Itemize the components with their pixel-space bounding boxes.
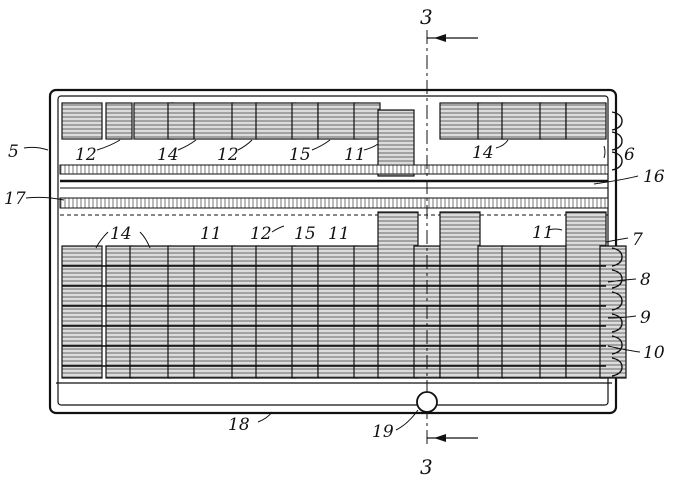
upper-block (317, 102, 359, 140)
coil-loop (611, 269, 623, 289)
lower-block-column (565, 211, 607, 379)
label-upper-2: 14 (157, 145, 179, 165)
rail-assembly (59, 164, 609, 216)
lower-block-column (193, 245, 235, 379)
label-upper-6: 14 (472, 143, 494, 163)
upper-block (477, 102, 505, 140)
lower-block-column (477, 245, 505, 379)
upper-block (539, 102, 567, 140)
label-lower-row-2: 8 (640, 270, 651, 290)
label-lower-5: 11 (328, 224, 350, 244)
coil-loop (611, 357, 623, 377)
label-lower-1: 14 (110, 224, 132, 244)
upper-block (291, 102, 319, 140)
label-upper-4: 15 (289, 145, 311, 165)
leader-lines (23, 139, 641, 431)
lower-block-column (439, 211, 481, 379)
lower-block-column (501, 245, 543, 379)
section-mark-top: 3 (420, 5, 433, 29)
lower-block-column (599, 245, 627, 379)
label-rail: 16 (643, 167, 665, 187)
upper-block (255, 102, 297, 140)
label-pivot: 19 (372, 422, 394, 442)
lower-block-column (291, 245, 319, 379)
label-lower-row-1: 7 (632, 230, 643, 250)
label-upper-row-right: 6 (624, 145, 635, 165)
lower-block-column (129, 245, 171, 379)
label-rail-left: 17 (4, 189, 26, 209)
lower-block-column (539, 245, 567, 379)
label-bottom-edge: 18 (228, 415, 250, 435)
upper-block (231, 102, 259, 140)
lower-block-column (353, 245, 381, 379)
lower-block-column (377, 211, 419, 379)
upper-block (501, 102, 543, 140)
label-upper-1: 12 (75, 145, 97, 165)
upper-block (439, 102, 481, 140)
section-line-3-3 (426, 30, 478, 448)
lower-block-column (255, 245, 297, 379)
label-upper-3: 12 (217, 145, 239, 165)
upper-block (133, 102, 175, 140)
upper-block (353, 102, 381, 140)
coil-loop (611, 111, 623, 131)
label-lower-4: 15 (294, 224, 316, 244)
lower-block-column (231, 245, 259, 379)
right-side-coils (611, 111, 623, 377)
label-frame: 5 (8, 142, 19, 162)
lower-block-column (105, 245, 133, 379)
coil-loop (611, 131, 623, 151)
lower-block-grid (61, 211, 627, 379)
pivot-circle (416, 391, 438, 413)
lower-block-column (167, 245, 195, 379)
coil-loop (611, 247, 623, 267)
upper-block (105, 102, 133, 140)
label-upper-5: 11 (344, 145, 366, 165)
label-lower-row-4: 10 (643, 343, 665, 363)
upper-block (61, 102, 103, 140)
upper-block (193, 102, 235, 140)
label-lower-row-3: 9 (640, 308, 651, 328)
upper-block (167, 102, 195, 140)
coil-loop (611, 291, 623, 311)
label-lower-2: 11 (200, 224, 222, 244)
coil-loop (611, 313, 623, 333)
upper-block-row (61, 102, 607, 177)
section-mark-bottom: 3 (420, 455, 433, 479)
label-lower-6: 11 (532, 223, 554, 243)
label-lower-3: 12 (250, 224, 272, 244)
upper-block (565, 102, 607, 140)
coil-loop (611, 151, 623, 171)
lower-block-column (61, 245, 103, 379)
lower-block-column (317, 245, 359, 379)
coil-loop (611, 335, 623, 355)
